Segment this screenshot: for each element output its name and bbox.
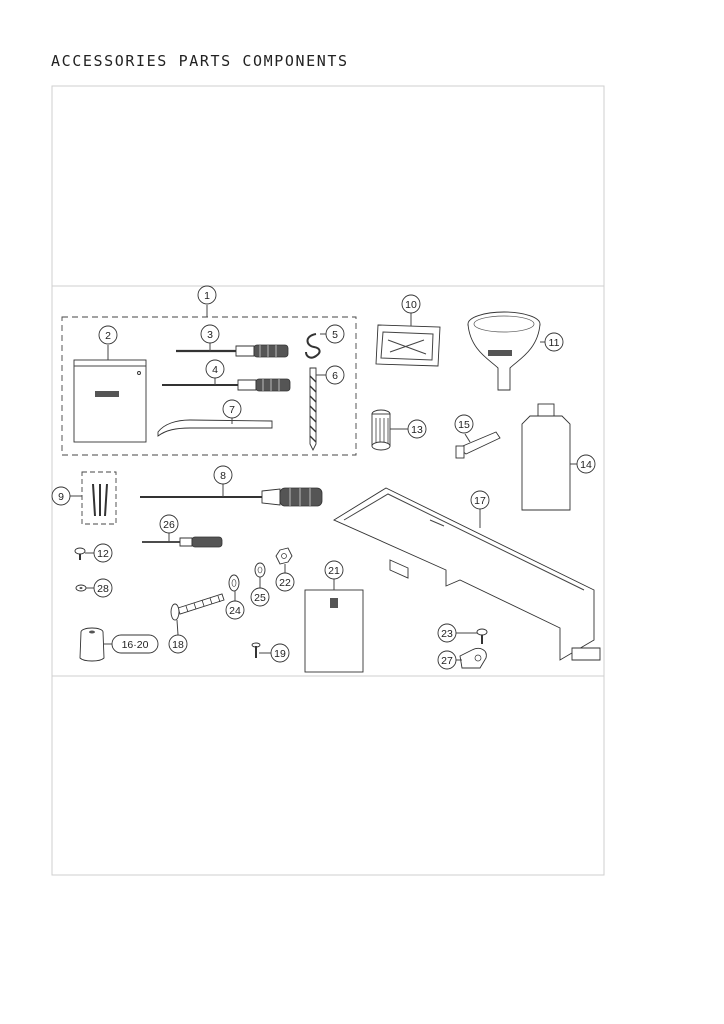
callout-14: 14 [570,454,596,474]
page-title: ACCESSORIES PARTS COMPONENTS [51,52,349,70]
part-16-20-rubber-cushion [79,627,105,662]
part-19-screw [251,642,261,658]
svg-text:14: 14 [580,459,592,471]
part-12-screw [74,547,86,560]
part-4-screwdriver [162,378,291,392]
callout-4: 4 [205,359,225,385]
part-23-screw [476,628,488,644]
part-5-hook [305,333,321,359]
part-21-instruction-manual [304,589,364,673]
svg-text:3: 3 [207,329,213,341]
svg-text:19: 19 [274,648,286,660]
part-17-bracket [333,487,601,661]
callout-16-20: 16·20 [104,634,159,654]
callout-7: 7 [222,399,242,424]
callout-3: 3 [200,324,220,351]
part-11-oil-funnel [467,311,541,391]
part-22-nut [275,547,293,565]
svg-text:21: 21 [328,565,340,577]
item-1-group-box [61,316,357,456]
svg-text:15: 15 [458,419,470,431]
callout-5: 5 [320,324,345,344]
svg-text:8: 8 [220,470,226,482]
part-2-accessory-bag [73,359,147,443]
callout-8: 8 [213,465,233,497]
part-25-washer [254,562,266,578]
svg-text:12: 12 [97,548,109,560]
callout-11: 11 [540,332,564,352]
svg-text:2: 2 [105,330,111,342]
callout-15: 15 [454,414,474,443]
part-3-screwdriver [176,344,289,358]
svg-text:11: 11 [549,337,560,349]
item-9-group-box [81,471,117,525]
callout-13: 13 [390,419,427,439]
part-28-washer [75,584,87,592]
part-7-tweezers [157,419,273,437]
svg-text:23: 23 [441,628,453,640]
svg-text:22: 22 [279,577,291,589]
callout-25: 25 [250,577,270,607]
callout-26: 26 [159,514,179,542]
juki-logo-funnel [488,350,512,356]
svg-text:10: 10 [405,299,417,311]
callout-24: 24 [225,591,245,620]
callout-1: 1 [197,285,217,317]
callout-27: 27 [437,650,462,670]
diagram-frame [51,85,605,876]
svg-text:17: 17 [474,495,486,507]
svg-text:27: 27 [441,655,453,667]
part-14-oil-bottle [521,403,571,511]
part-15-hex-key [455,431,501,459]
callout-10: 10 [401,294,421,326]
svg-text:16·20: 16·20 [122,639,149,651]
callout-17: 17 [470,490,490,528]
svg-text:26: 26 [163,519,175,531]
callout-12: 12 [85,543,113,563]
svg-text:28: 28 [97,583,109,595]
juki-logo-bag [95,391,119,397]
callout-22: 22 [275,564,295,592]
part-27-cord-clamp [459,647,487,669]
svg-text:7: 7 [229,404,235,416]
part-24-washer [228,574,240,592]
callout-21: 21 [324,560,344,590]
part-8-long-screwdriver [140,487,323,507]
part-6-twist-drill [309,367,317,452]
callout-23: 23 [437,623,477,643]
callout-18: 18 [168,619,188,654]
svg-text:6: 6 [332,370,338,382]
callout-28: 28 [86,578,113,598]
svg-text:9: 9 [58,491,64,503]
part-18-bolt [170,593,225,621]
part-10-cleaning-cloth [375,324,441,367]
svg-text:25: 25 [254,592,266,604]
callout-9: 9 [51,486,82,506]
callout-19: 19 [259,643,290,663]
svg-text:5: 5 [332,329,338,341]
svg-text:18: 18 [172,639,184,651]
svg-text:24: 24 [229,605,241,617]
part-9-needles [92,483,108,517]
svg-text:4: 4 [212,364,218,376]
callout-6: 6 [316,365,345,385]
part-13-filter [371,409,391,451]
callout-2: 2 [98,325,118,360]
svg-text:1: 1 [204,290,210,302]
part-26-small-screwdriver [142,536,223,548]
svg-text:13: 13 [411,424,423,436]
